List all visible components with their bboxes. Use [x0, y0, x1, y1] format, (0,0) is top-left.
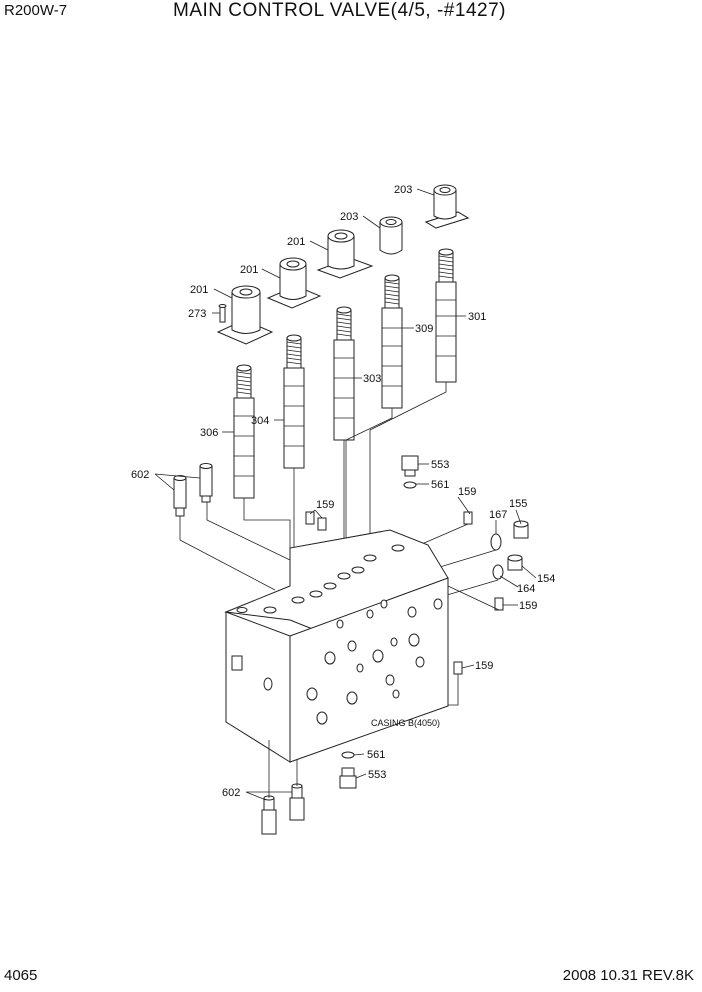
callout-306: 306 — [200, 427, 218, 439]
spool-309 — [381, 274, 403, 409]
callout-167: 167 — [489, 509, 507, 521]
relief-valve-602-upper-b — [199, 463, 213, 503]
relief-valve-602-upper-a — [173, 475, 187, 517]
callout-159-a: 159 — [316, 499, 334, 511]
o-ring-561-lower — [341, 751, 355, 759]
callout-203-right: 203 — [394, 184, 412, 196]
plug-159-d — [453, 661, 463, 675]
callout-561-upper: 561 — [431, 479, 449, 491]
plug-159-a — [305, 511, 327, 531]
cover-201-d — [316, 229, 374, 279]
callout-561-lower: 561 — [367, 749, 385, 761]
callout-309: 309 — [415, 323, 433, 335]
model-code: R200W-7 — [4, 2, 68, 19]
page-title: MAIN CONTROL VALVE(4/5, -#1427) — [173, 0, 506, 21]
spool-304 — [283, 334, 305, 469]
callout-201-b: 201 — [190, 284, 208, 296]
callout-154: 154 — [537, 573, 555, 585]
callout-553-lower: 553 — [368, 769, 386, 781]
o-ring-561-upper — [403, 481, 417, 489]
cover-203-left — [379, 216, 403, 255]
callout-159-b: 159 — [458, 486, 476, 498]
page-number: 4065 — [4, 967, 38, 984]
callout-602-upper: 602 — [131, 469, 149, 481]
cover-201-b — [216, 285, 274, 345]
callout-201-d: 201 — [287, 236, 305, 248]
callout-155: 155 — [509, 498, 527, 510]
bolt-273 — [218, 304, 227, 323]
callout-203-left: 203 — [340, 211, 358, 223]
callout-159-c: 159 — [519, 600, 537, 612]
callout-301: 301 — [468, 311, 486, 323]
callout-273: 273 — [188, 308, 206, 320]
callout-602-lower: 602 — [222, 787, 240, 799]
casing-body — [224, 529, 449, 763]
callout-304: 304 — [251, 415, 269, 427]
cover-203-right — [424, 184, 470, 229]
plug-159-c — [494, 597, 504, 611]
callout-201-c: 201 — [240, 264, 258, 276]
casing-label: CASING B(4050) — [371, 718, 440, 728]
plug-553-lower — [339, 767, 357, 789]
revision-date: 2008 10.31 REV.8K — [562, 967, 694, 984]
spool-303 — [333, 306, 355, 441]
plug-155 — [513, 520, 529, 539]
callout-164: 164 — [517, 583, 535, 595]
callout-159-d: 159 — [475, 660, 493, 672]
o-ring-164 — [492, 564, 504, 580]
spool-301 — [435, 248, 457, 383]
relief-valve-602-lower-a — [261, 795, 277, 835]
spool-306 — [233, 364, 255, 499]
plug-159-b — [463, 511, 473, 525]
cover-201-c — [266, 257, 322, 309]
plug-154 — [507, 554, 523, 571]
callout-303: 303 — [363, 373, 381, 385]
relief-valve-602-lower-b — [289, 783, 305, 821]
plug-553-upper — [401, 455, 419, 477]
callout-553-upper: 553 — [431, 459, 449, 471]
o-ring-167 — [490, 533, 502, 551]
